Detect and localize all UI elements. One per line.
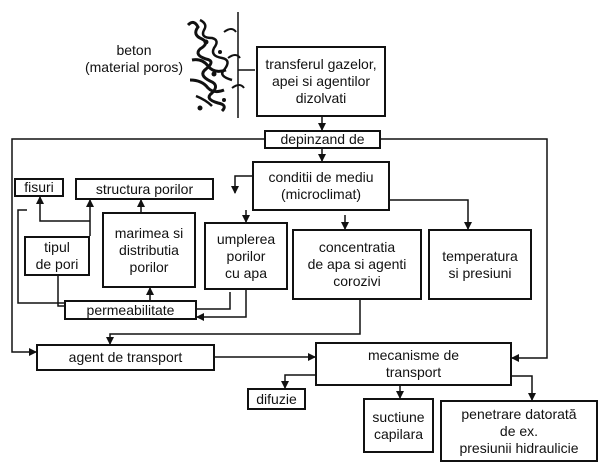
- mecanisme-node: mecanisme de transport: [315, 342, 512, 386]
- transfer-node: transferul gazelor, apei si agentilor di…: [256, 46, 386, 117]
- permeabilitate-node: permeabilitate: [64, 300, 197, 320]
- edge-concentratia-agent: [106, 300, 361, 345]
- suctiune-node: suctiune capilara: [363, 398, 434, 453]
- edge-perm-tipul: [57, 276, 64, 307]
- structura-node: structura porilor: [75, 178, 214, 200]
- edge-perm-fisuri: [17, 209, 64, 304]
- marimea-node: marimea si distributia porilor: [102, 212, 196, 288]
- edge-conditii-structura: [231, 175, 252, 194]
- edge-tipul-fisuri: [36, 196, 90, 222]
- edge-mecanisme-penetrare: [512, 375, 536, 401]
- conditii-node: conditii de mediu (microclimat): [252, 161, 390, 211]
- difuzie-node: difuzie: [247, 388, 306, 410]
- depinzand-node: depinzand de: [264, 130, 381, 149]
- temperatura-node: temperatura si presiuni: [428, 229, 532, 300]
- agent-transport-node: agent de transport: [36, 344, 215, 371]
- edge-depinzand-left-agent: [11, 138, 264, 356]
- umplerea-node: umplerea porilor cu apa: [204, 222, 288, 290]
- tipul-node: tipul de pori: [24, 236, 90, 276]
- edge-mecanisme-difuzie: [281, 374, 315, 389]
- edge-conditii-temperatura: [390, 199, 472, 230]
- fisuri-node: fisuri: [14, 178, 64, 197]
- edges: [11, 117, 548, 401]
- penetrare-node: penetrare datorată de ex. presiunii hidr…: [440, 400, 598, 462]
- edge-umplerea-perm: [196, 290, 247, 321]
- beton-label: beton (material poros): [84, 42, 184, 75]
- porous-material-illustration: [186, 12, 255, 118]
- concentratia-node: concentratia de apa si agenti corozivi: [292, 229, 422, 300]
- edge-depinzand-right-mecanisme: [381, 138, 548, 362]
- edge-perm-umplerea: [197, 292, 231, 310]
